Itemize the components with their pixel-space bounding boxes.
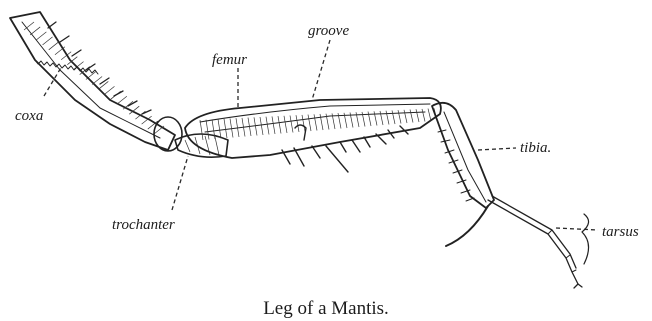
engraving-hatch-line (104, 86, 114, 94)
engraving-hatch-line (200, 120, 203, 140)
engraving-hatch-line (398, 110, 401, 123)
engraving-hatch-line (36, 32, 46, 40)
engraving-hatch-line (43, 37, 53, 45)
engraving-hatch-line (254, 117, 257, 135)
engraving-hatch-line (416, 109, 419, 122)
engraving-hatch-line (422, 109, 425, 122)
engraving-hatch-line (206, 120, 209, 140)
engraving-hatch-line (320, 114, 323, 130)
engraving-hatch-line (98, 81, 108, 89)
engraving-hatch-line (230, 119, 233, 138)
engraving-hatch-line (86, 72, 96, 80)
tibia-leader (478, 148, 516, 150)
figure-caption: Leg of a Mantis. (263, 298, 389, 319)
engraving-hatch-line (374, 111, 377, 125)
engraving-hatch-line (410, 110, 413, 123)
label-tibia: tibia. (520, 140, 551, 156)
engraving-hatch-line (30, 27, 40, 35)
label-coxa: coxa (15, 108, 43, 124)
engraving-hatch-line (224, 119, 227, 138)
engraving-hatch-line (117, 96, 127, 104)
label-femur: femur (212, 52, 247, 68)
trochanter-leader (172, 156, 188, 210)
engraving-hatch-line (260, 117, 263, 135)
trochanter-segment (154, 117, 228, 157)
label-groove: groove (308, 23, 349, 39)
engraving-hatch-line (428, 109, 431, 121)
engraving-hatch-line (278, 116, 281, 133)
engraving-hatch-line (218, 119, 221, 138)
coxa-segment (10, 12, 175, 150)
engraving-hatch-line (284, 116, 287, 133)
engraving-hatch-line (392, 110, 395, 124)
engraving-hatch-line (296, 115, 299, 132)
tibia-segment (432, 103, 494, 246)
label-tarsus: tarsus (602, 224, 639, 240)
groove-leader (312, 40, 330, 100)
engraving-hatch-line (386, 111, 389, 125)
engraving-hatch-line (380, 111, 383, 125)
engraving-hatch-line (368, 112, 371, 126)
engraving-hatch-line (404, 110, 407, 123)
engraving-hatch-line (314, 114, 317, 130)
engraving-hatch-line (272, 116, 275, 134)
femur-segment (185, 98, 441, 172)
engraving-hatch-line (49, 42, 59, 50)
tarsus-segment (488, 196, 582, 288)
tarsus-brace (582, 214, 589, 264)
engraving-hatch-line (308, 115, 311, 131)
label-trochanter: trochanter (112, 217, 175, 233)
engraving-hatch-line (266, 117, 269, 135)
tarsus-leader (556, 228, 598, 230)
engraving-hatch-line (290, 116, 293, 133)
engraving-hatch-line (302, 115, 305, 132)
